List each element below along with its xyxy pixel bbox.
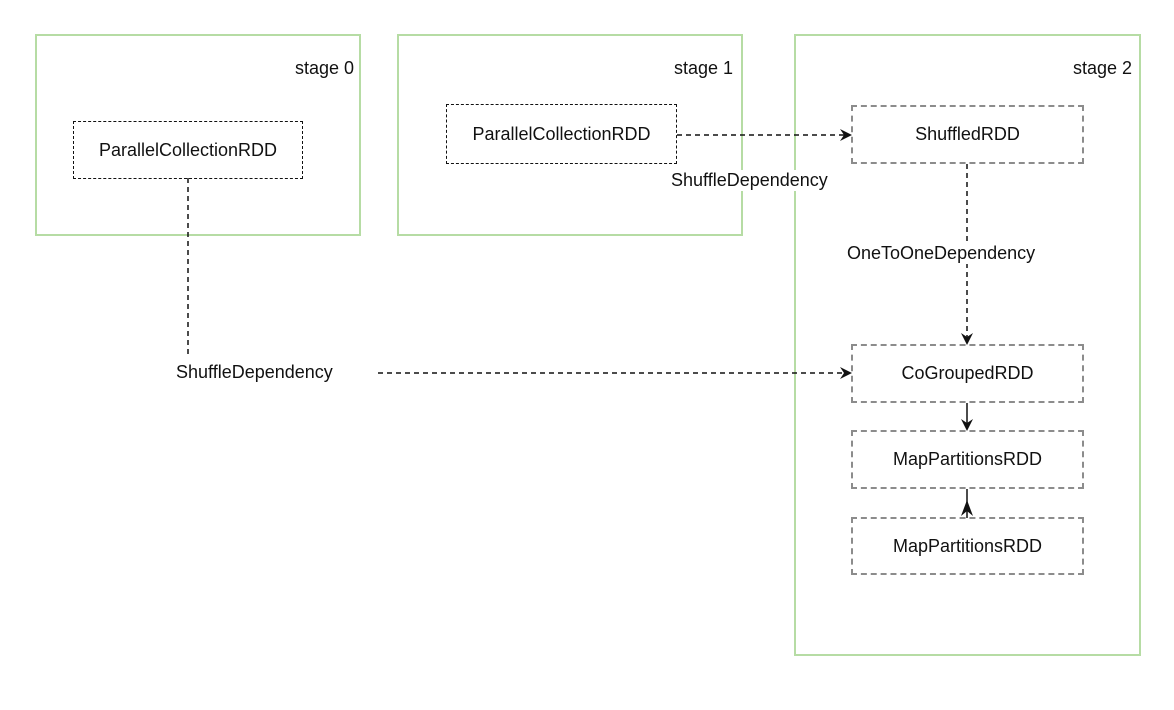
edge-label-shuffle-dependency-stage1: ShuffleDependency <box>670 170 829 191</box>
node-cogroupedrdd-label: CoGroupedRDD <box>901 363 1034 383</box>
node-stage0-parallelcollectionrdd-label: ParallelCollectionRDD <box>98 139 278 160</box>
node-mappartitionsrdd-1: MapPartitionsRDD <box>851 430 1084 489</box>
node-cogroupedrdd: CoGroupedRDD <box>851 344 1084 403</box>
node-shuffledrdd: ShuffledRDD <box>851 105 1084 164</box>
stage-0-box: stage 0 <box>35 34 361 236</box>
stage-2-label: stage 2 <box>1072 58 1132 78</box>
edge-label-onetoone-dependency: OneToOneDependency <box>846 243 1037 264</box>
arrowhead-mappartitions <box>961 500 973 516</box>
node-mappartitionsrdd-2-label: MapPartitionsRDD <box>892 535 1043 556</box>
stage-0-label: stage 0 <box>294 58 354 78</box>
node-shuffledrdd-label: ShuffledRDD <box>915 124 1020 144</box>
stage-1-label: stage 1 <box>673 58 733 78</box>
node-stage1-parallelcollectionrdd: ParallelCollectionRDD <box>446 104 677 164</box>
stage-2-box: stage 2 <box>794 34 1141 656</box>
node-mappartitionsrdd-2: MapPartitionsRDD <box>851 517 1084 575</box>
node-mappartitionsrdd-1-label: MapPartitionsRDD <box>892 449 1043 469</box>
node-stage1-parallelcollectionrdd-label: ParallelCollectionRDD <box>472 123 651 144</box>
edge-label-shuffle-dependency-stage0: ShuffleDependency <box>175 362 334 383</box>
node-stage0-parallelcollectionrdd: ParallelCollectionRDD <box>73 121 303 179</box>
